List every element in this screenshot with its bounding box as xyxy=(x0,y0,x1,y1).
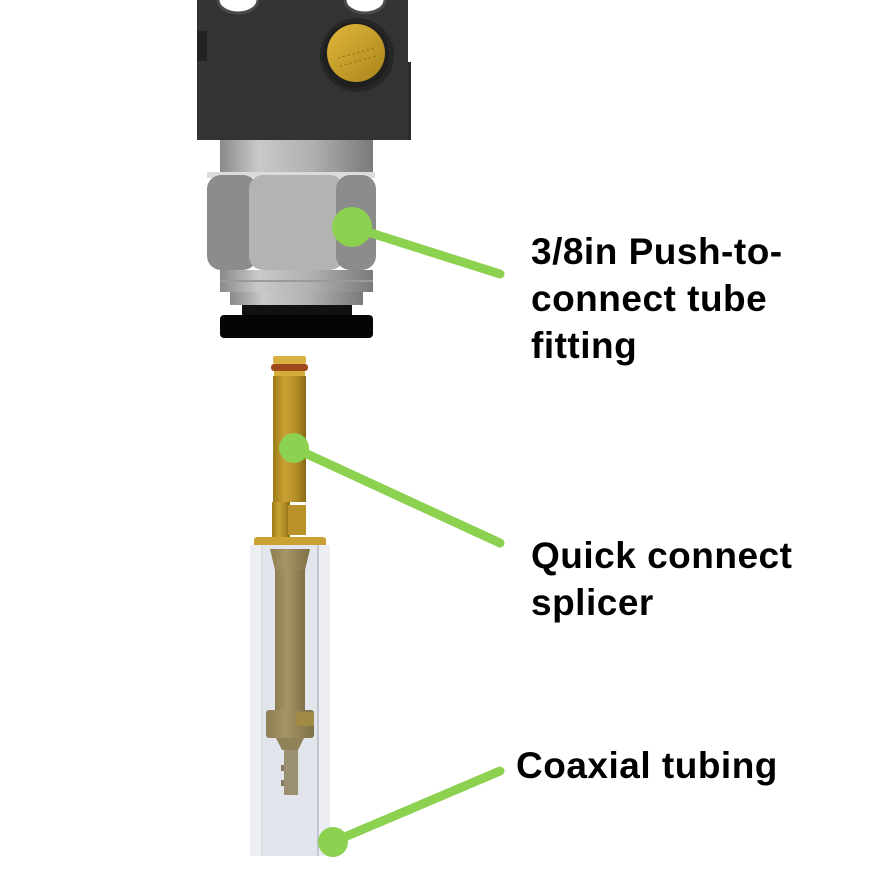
push-to-connect-fitting xyxy=(207,140,376,338)
brass-screw xyxy=(320,18,394,92)
callout-fitting xyxy=(332,207,505,279)
splicer-inner-body xyxy=(266,549,314,795)
callout-line xyxy=(328,766,505,847)
callout-line xyxy=(347,222,505,279)
label-coaxial-tubing: Coaxial tubing xyxy=(516,745,778,786)
callout-dot xyxy=(332,207,372,247)
callout-line xyxy=(289,443,505,548)
label-push-to-connect-fitting: 3/8in Push-to- connect tube fitting xyxy=(531,231,783,366)
callout-dot xyxy=(318,827,348,857)
label-quick-connect-splicer: Quick connect splicer xyxy=(531,535,793,623)
callout-tubing xyxy=(318,766,505,857)
callout-dot xyxy=(279,433,309,463)
callout-splicer xyxy=(279,433,505,548)
